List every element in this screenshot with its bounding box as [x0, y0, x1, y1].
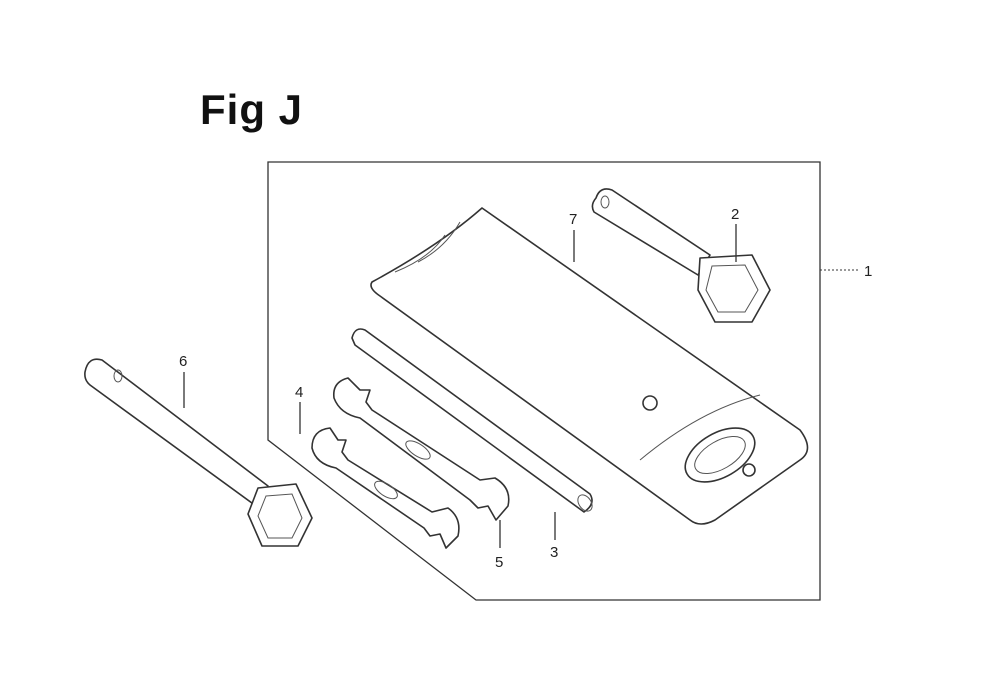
box-wrench-long: [84, 358, 313, 547]
open-end-wrench-large: [332, 377, 510, 521]
callout-labels: 1 2 3 4 5 6 7: [179, 206, 872, 571]
leader-lines: [183, 224, 860, 548]
box-wrench-short: [591, 188, 771, 323]
open-end-wrench-small: [311, 427, 460, 549]
assembly-frame: [267, 161, 821, 601]
callout-2: 2: [731, 206, 739, 223]
callout-7: 7: [569, 211, 577, 228]
figure-title: Fig J: [200, 86, 304, 133]
tool-bag: [370, 207, 809, 525]
callout-5: 5: [495, 554, 503, 571]
callout-6: 6: [179, 353, 187, 370]
callout-3: 3: [550, 544, 558, 561]
bar-handle: [351, 328, 593, 513]
callout-1: 1: [864, 263, 872, 280]
callout-4: 4: [295, 384, 303, 401]
